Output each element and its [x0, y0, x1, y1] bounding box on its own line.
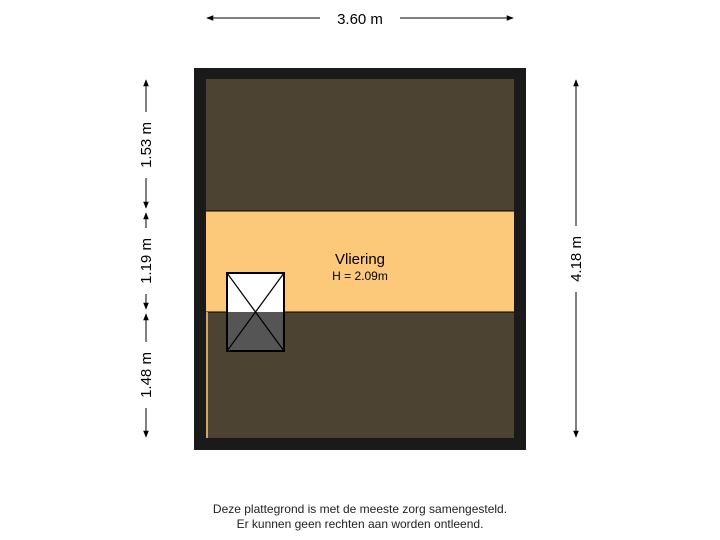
hatch-upper	[227, 273, 284, 312]
dim-top-label: 3.60 m	[337, 11, 383, 28]
dim-left1-label: 1.53 m	[138, 122, 155, 168]
room-name: Vliering	[335, 251, 385, 268]
hatch-lower	[227, 312, 284, 351]
low-height-area-top	[206, 79, 514, 211]
dim-left2-label: 1.19 m	[138, 238, 155, 284]
dim-right-label: 4.18 m	[568, 236, 585, 282]
disclaimer-line-1: Deze plattegrond is met de meeste zorg s…	[212, 502, 508, 516]
hatch-outline	[226, 272, 285, 352]
room-height: H = 2.09m	[332, 269, 388, 283]
dim-left3-label: 1.48 m	[138, 352, 155, 398]
hatch-cross-2	[226, 272, 285, 352]
disclaimer-line-2: Er kunnen geen rechten aan worden ontlee…	[236, 517, 484, 531]
